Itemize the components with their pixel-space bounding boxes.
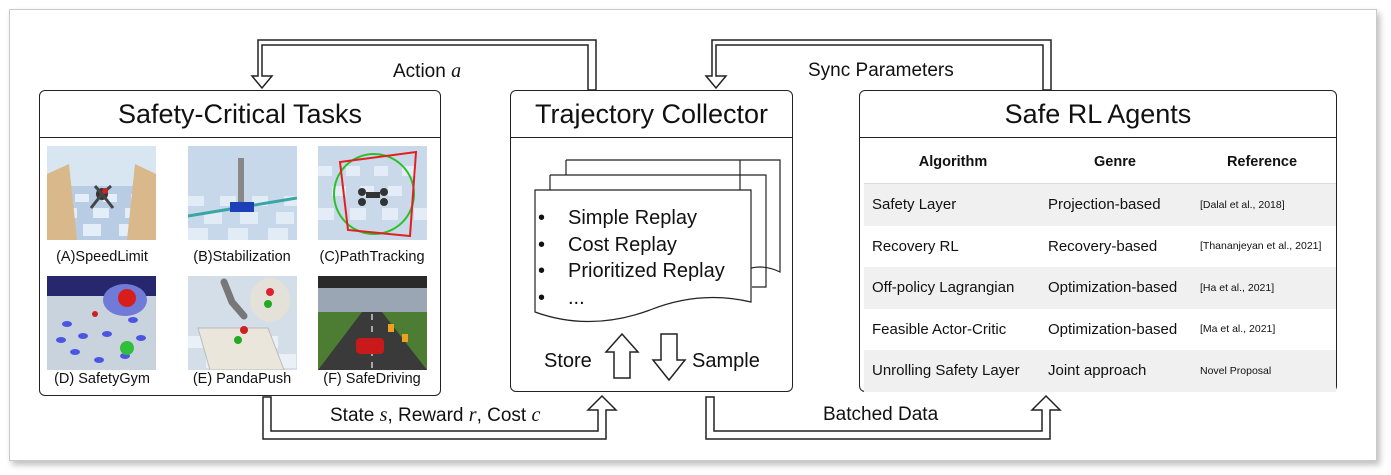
sample-label: Sample [692, 350, 760, 372]
cell-genre: Optimization-based [1042, 267, 1188, 309]
bullet-icon: • [538, 233, 546, 256]
table-row: Safety Layer Projection-based [Dalal et … [864, 183, 1336, 226]
state-text: State [330, 405, 375, 426]
cell-genre: Recovery-based [1048, 237, 1158, 255]
agents-panel: Safe RL Agents [859, 90, 1337, 392]
cell-algorithm: Safety Layer [864, 183, 1042, 226]
replay-text: Cost Replay [568, 233, 677, 256]
cell-algorithm: Off-policy Lagrangian [864, 267, 1042, 309]
caption-safetygym: (D) SafetyGym [54, 371, 150, 387]
caption-safedriving: (F) SafeDriving [323, 371, 421, 387]
state-arrow [262, 394, 618, 440]
table-row: Recovery RL Recovery-based [Thananjeyan … [864, 226, 1336, 268]
collector-title: Trajectory Collector [511, 91, 792, 138]
cell-reference: [Ha et al., 2021] [1188, 267, 1336, 309]
action-arrow [250, 39, 597, 91]
replay-item: • Prioritized Replay [538, 258, 725, 285]
cell-genre: Joint approach [1042, 350, 1188, 392]
state-label: State s, Reward r, Cost c [330, 404, 540, 427]
cell-reference: [Thananjeyan et al., 2021] [1200, 240, 1322, 253]
stabilization-image [188, 146, 297, 240]
cell-reference: [Dalal et al., 2018] [1188, 183, 1336, 226]
replay-list: • Simple Replay • Cost Replay • Prioritized… [538, 205, 725, 311]
cell-genre: Projection-based [1042, 183, 1188, 226]
pandapush-image [188, 276, 297, 370]
header-algorithm: Algorithm [864, 141, 1042, 184]
safedriving-image [318, 276, 427, 370]
reward-var: r [468, 404, 477, 426]
replay-item: •... [538, 285, 725, 312]
bullet-icon: • [538, 286, 546, 309]
caption-stabilization: (B)Stabilization [193, 249, 291, 265]
cell-algorithm: Recovery RL [872, 237, 959, 255]
sync-label: Sync Parameters [808, 60, 954, 81]
batched-arrow [705, 394, 1062, 440]
table-header-row: Algorithm Genre Reference [864, 141, 1336, 184]
replay-text: Simple Replay [568, 207, 697, 229]
state-var: s [379, 404, 388, 426]
table-row: Off-policy Lagrangian Optimization-based… [864, 267, 1336, 309]
bullet-icon: • [538, 260, 546, 282]
store-arrow [604, 332, 640, 379]
cell-algorithm: Feasible Actor-Critic [872, 320, 1007, 338]
cost-text: , Cost [476, 405, 527, 426]
replay-text: Prioritized Replay [568, 260, 725, 282]
sync-arrow [704, 39, 1052, 91]
table-row: Unrolling Safety Layer Joint approach No… [864, 350, 1336, 392]
caption-speedlimit: (A)SpeedLimit [56, 249, 148, 265]
replay-item: • Simple Replay [538, 205, 725, 232]
pathtracking-image [318, 146, 427, 240]
replay-item: • Cost Replay [538, 232, 725, 259]
sample-arrow [651, 333, 687, 382]
action-label: Action a [393, 60, 461, 83]
store-label: Store [544, 350, 592, 372]
speedlimit-image [47, 146, 156, 240]
header-reference: Reference [1188, 141, 1336, 184]
cell-reference: [Ma et al., 2021] [1200, 323, 1276, 336]
action-text: Action [393, 61, 446, 82]
reward-text: , Reward [387, 405, 464, 426]
algorithm-table: Algorithm Genre Reference Safety Layer P… [864, 141, 1336, 392]
cell-algorithm: Unrolling Safety Layer [864, 350, 1042, 392]
cell-reference: Novel Proposal [1188, 350, 1336, 392]
tasks-title: Safety-Critical Tasks [40, 91, 440, 138]
replay-text: ... [568, 286, 585, 309]
header-genre: Genre [1042, 141, 1188, 184]
bullet-icon: • [538, 207, 546, 229]
action-var: a [451, 60, 462, 82]
agents-title: Safe RL Agents [860, 91, 1336, 138]
batched-label: Batched Data [823, 404, 939, 425]
safetygym-image [47, 276, 156, 370]
table-row: Feasible Actor-Critic Optimization-based… [864, 309, 1336, 351]
cost-var: c [531, 404, 541, 426]
cell-genre: Optimization-based [1048, 320, 1178, 338]
caption-pathtracking: (C)PathTracking [319, 249, 425, 265]
caption-pandapush: (E) PandaPush [192, 371, 292, 387]
